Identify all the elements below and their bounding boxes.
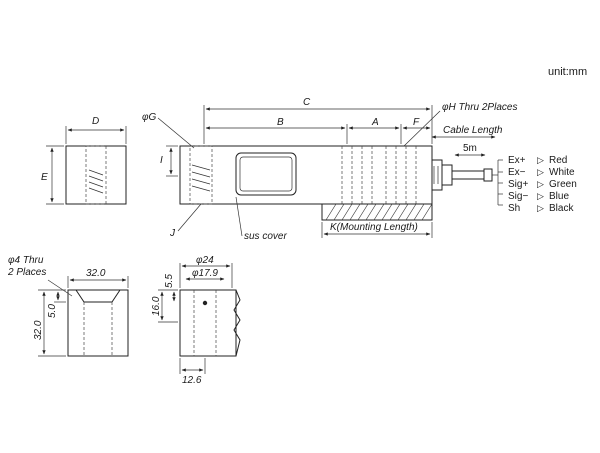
wire-color-blue: Blue <box>549 191 569 202</box>
wire-arrow-icon: ▷ <box>537 179 544 189</box>
label-cable-length: Cable Length <box>443 125 503 136</box>
label-j: J <box>169 228 176 239</box>
wire-arrow-icon: ▷ <box>537 203 544 213</box>
wire-arrow-icon: ▷ <box>537 191 544 201</box>
dim-height-32: 32.0 <box>33 320 44 340</box>
wiring-legend: Ex+ ▷ Red Ex− ▷ White Sig+ ▷ Green Sig− … <box>508 155 577 214</box>
label-k: K(Mounting Length) <box>330 222 418 233</box>
label-d: D <box>92 116 99 127</box>
dim-5-5: 5.5 <box>164 274 175 288</box>
dim-5-0: 5.0 <box>47 304 58 318</box>
label-a: A <box>371 117 379 128</box>
wire-arrow-icon: ▷ <box>537 155 544 165</box>
label-f: F <box>413 117 420 128</box>
wire-signal-ex-plus: Ex+ <box>508 155 526 166</box>
wire-signal-sh: Sh <box>508 203 520 214</box>
wire-signal-sig-minus: Sig− <box>508 191 528 202</box>
wire-signal-ex-minus: Ex− <box>508 167 526 178</box>
label-cable-5m: 5m <box>463 143 477 154</box>
wire-color-white: White <box>549 167 575 178</box>
label-sus-cover: sus cover <box>244 231 287 242</box>
label-phi4-line2: 2 Places <box>7 267 46 278</box>
end-view <box>46 126 127 205</box>
side-view <box>157 105 503 238</box>
dim-width-32: 32.0 <box>86 268 106 279</box>
label-b: B <box>277 117 284 128</box>
dim-phi17-9: φ17.9 <box>192 268 218 279</box>
label-e: E <box>41 172 48 183</box>
wire-color-red: Red <box>549 155 567 166</box>
dim-phi24: φ24 <box>196 255 214 266</box>
label-phi-g: φG <box>142 112 157 123</box>
dim-16-0: 16.0 <box>151 296 162 316</box>
wire-color-green: Green <box>549 179 577 190</box>
bottom-middle-detail <box>158 263 241 374</box>
bottom-left-detail <box>38 276 129 357</box>
wire-signal-sig-plus: Sig+ <box>508 179 528 190</box>
dim-12-6: 12.6 <box>182 375 202 386</box>
label-phi-h: φH Thru 2Places <box>442 102 517 113</box>
unit-label: unit:mm <box>548 66 587 78</box>
label-phi4-line1: φ4 Thru <box>8 255 44 266</box>
label-c: C <box>303 97 311 108</box>
wire-color-black: Black <box>549 203 574 214</box>
label-i: I <box>160 155 163 166</box>
wire-arrow-icon: ▷ <box>537 167 544 177</box>
